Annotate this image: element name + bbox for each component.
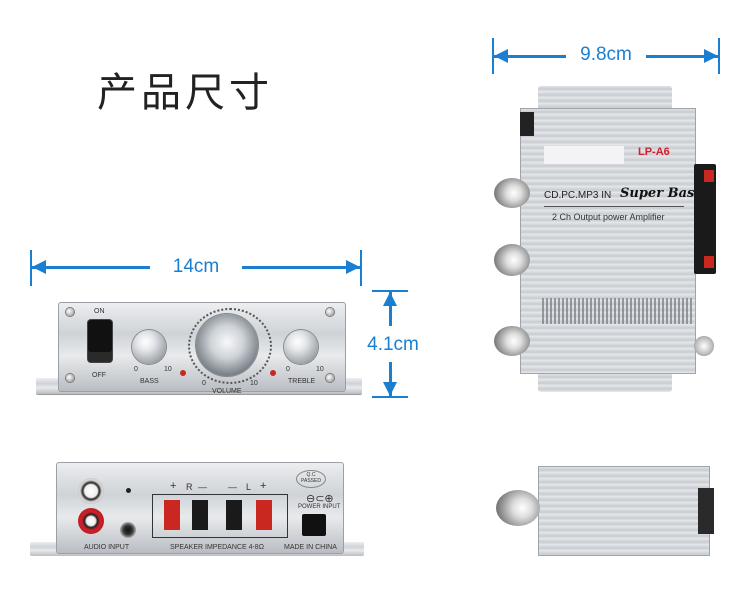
- terminal-l: L: [246, 482, 252, 492]
- aux-jack[interactable]: [120, 522, 136, 538]
- inputs-label: CD.PC.MP3 IN: [544, 190, 612, 201]
- subtitle-label: 2 Ch Output power Amplifier: [552, 212, 665, 222]
- qc-passed-label: Q.C PASSED: [301, 472, 321, 484]
- top-panel: LP-A6 CD.PC.MP3 IN Super Bass 2 Ch Outpu…: [494, 86, 716, 392]
- terminal-minus-l: —: [228, 482, 237, 492]
- side-panel: [492, 462, 722, 558]
- speaker-clip-red[interactable]: [164, 500, 180, 530]
- front-panel: ON OFF 0 10 BASS 0 10 VOLUME 0 10 TREBLE: [36, 300, 362, 396]
- screw-icon: [66, 374, 74, 382]
- page-title: 产品尺寸: [97, 70, 273, 116]
- audio-input-label: AUDIO INPUT: [84, 544, 130, 551]
- speaker-clip-black[interactable]: [226, 500, 242, 530]
- model-label: LP-A6: [638, 146, 670, 158]
- treble-scale-min: 0: [286, 366, 290, 373]
- speaker-terminal-block[interactable]: [694, 164, 716, 274]
- rca-input-red[interactable]: [78, 508, 104, 534]
- power-switch[interactable]: [88, 320, 112, 362]
- qc-passed-badge: [296, 470, 326, 488]
- volume-scale-max: 10: [250, 380, 258, 387]
- dimension-label-front-height: 4.1cm: [367, 334, 419, 355]
- level-bars-decoration: [542, 298, 692, 324]
- bass-label: BASS: [140, 378, 159, 385]
- treble-knob[interactable]: [284, 330, 318, 364]
- volume-label: VOLUME: [212, 388, 242, 395]
- rear-panel: AUDIO INPUT + R — — L + SPEAKER IMPEDANC…: [30, 462, 364, 558]
- volume-ring: [188, 308, 272, 384]
- dc-polarity-icon: ⊖⊂⊕: [306, 493, 334, 505]
- dimension-arrow-top-width: 9.8cm: [490, 38, 722, 74]
- screw-icon: [326, 308, 334, 316]
- speaker-clip-red[interactable]: [256, 500, 272, 530]
- treble-label: TREBLE: [288, 378, 316, 385]
- power-input-label: POWER INPUT: [298, 504, 341, 510]
- screw-icon: [326, 374, 334, 382]
- volume-scale-min: 0: [202, 380, 206, 387]
- terminal-plus-r: +: [170, 480, 177, 492]
- terminal-plus-l: +: [260, 480, 267, 492]
- speaker-impedance-label: SPEAKER IMPEDANCE 4-8Ω: [170, 544, 264, 551]
- bass-scale-max: 10: [164, 366, 172, 373]
- switch-off-label: OFF: [92, 372, 106, 379]
- led-indicator: [180, 370, 186, 376]
- dc-power-jack[interactable]: [302, 514, 326, 536]
- dimension-label-front-width: 14cm: [172, 256, 220, 277]
- switch-on-label: ON: [94, 308, 105, 315]
- speaker-clip-black[interactable]: [192, 500, 208, 530]
- rca-input-white[interactable]: [78, 478, 104, 504]
- power-input-jack[interactable]: [694, 336, 714, 356]
- made-in-label: MADE IN CHINA: [284, 544, 337, 551]
- rca-jack[interactable]: [494, 178, 530, 208]
- side-rca-jack[interactable]: [496, 490, 540, 526]
- terminal-minus-r: —: [198, 482, 207, 492]
- led-indicator: [270, 370, 276, 376]
- rca-jack[interactable]: [494, 244, 530, 276]
- rca-jack[interactable]: [494, 326, 530, 356]
- treble-scale-max: 10: [316, 366, 324, 373]
- speaker-terminal-box: [152, 494, 288, 538]
- led-dot: [126, 488, 131, 493]
- volume-knob[interactable]: [196, 314, 258, 376]
- brand-label: Super Bass: [620, 186, 702, 201]
- dimension-label-top-width: 9.8cm: [580, 44, 632, 65]
- dimension-arrow-front-height: 4.1cm: [367, 290, 440, 398]
- bass-knob[interactable]: [132, 330, 166, 364]
- dimension-arrow-front-width: 14cm: [30, 250, 362, 286]
- terminal-r: R: [186, 482, 193, 492]
- bass-scale-min: 0: [134, 366, 138, 373]
- screw-icon: [66, 308, 74, 316]
